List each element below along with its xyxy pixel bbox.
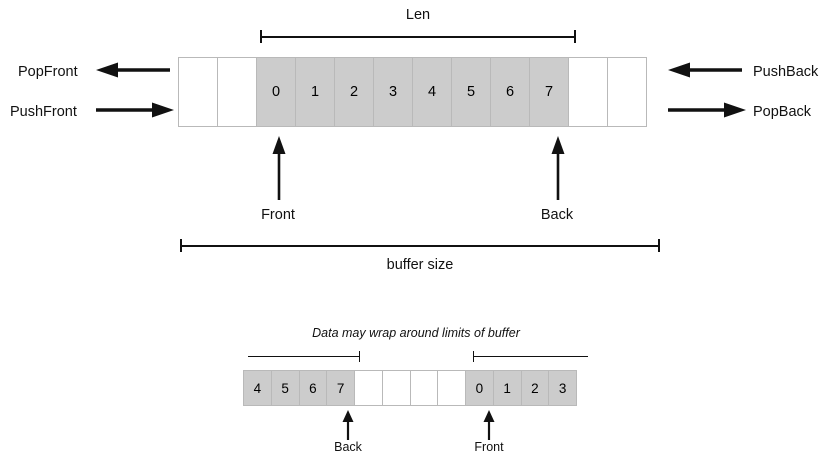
buffer-cell: 6 bbox=[490, 57, 530, 127]
buffer-cell bbox=[178, 57, 218, 127]
front-pointer-label: Front bbox=[261, 207, 295, 223]
buffer-cell: 3 bbox=[373, 57, 413, 127]
wrap-bracket-right-line bbox=[473, 356, 588, 357]
wrapped-buffer-cell: 3 bbox=[548, 370, 577, 406]
buffer-cell bbox=[607, 57, 647, 127]
wrap-bracket-left-tick bbox=[359, 351, 360, 362]
buffer-cell bbox=[217, 57, 257, 127]
buffer-cell: 7 bbox=[529, 57, 569, 127]
wrap-bracket-left-line bbox=[248, 356, 360, 357]
len-bracket-tick-right bbox=[574, 30, 576, 43]
buffer-cell: 5 bbox=[451, 57, 491, 127]
len-bracket-tick-left bbox=[260, 30, 262, 43]
wrap-bracket-right-tick bbox=[473, 351, 474, 362]
popfront-label: PopFront bbox=[18, 64, 78, 80]
back-pointer-arrow-up-icon bbox=[550, 136, 566, 200]
wrapped-buffer-cell bbox=[381, 370, 411, 406]
pushback-label: PushBack bbox=[753, 64, 819, 80]
buffer-cells-row: 0 1 2 3 4 5 6 7 bbox=[178, 57, 647, 127]
buffer-size-label: buffer size bbox=[386, 257, 454, 273]
popback-arrow-right-icon bbox=[668, 102, 746, 118]
wrapped-buffer-cell: 2 bbox=[520, 370, 550, 406]
wrapped-back-pointer-arrow-up-icon bbox=[341, 410, 355, 440]
wrapped-buffer-cell: 1 bbox=[492, 370, 522, 406]
buffer-cell: 1 bbox=[295, 57, 335, 127]
wrapped-buffer-cell bbox=[409, 370, 439, 406]
buffer-size-tick-right bbox=[658, 239, 660, 252]
wrapped-buffer-cell: 0 bbox=[465, 370, 494, 406]
wrapped-buffer-cells-row: 4 5 6 7 0 1 2 3 bbox=[243, 370, 577, 406]
wrapped-buffer-cell: 6 bbox=[298, 370, 328, 406]
pushfront-label: PushFront bbox=[10, 104, 77, 120]
buffer-size-tick-left bbox=[180, 239, 182, 252]
len-bracket-line bbox=[260, 36, 576, 38]
popback-label: PopBack bbox=[753, 104, 812, 120]
buffer-cell bbox=[568, 57, 608, 127]
wrapped-buffer-cell: 7 bbox=[326, 370, 355, 406]
wrap-around-caption: Data may wrap around limits of buffer bbox=[312, 326, 520, 340]
back-pointer-label: Back bbox=[540, 207, 574, 223]
front-pointer-arrow-up-icon bbox=[271, 136, 287, 200]
buffer-cell: 2 bbox=[334, 57, 374, 127]
buffer-cell: 4 bbox=[412, 57, 452, 127]
buffer-size-bracket-line bbox=[180, 245, 660, 247]
pushfront-arrow-right-icon bbox=[96, 102, 174, 118]
wrapped-buffer-cell: 4 bbox=[243, 370, 272, 406]
len-bracket-label: Len bbox=[405, 7, 431, 23]
wrapped-buffer-cell bbox=[354, 370, 383, 406]
wrapped-front-pointer-arrow-up-icon bbox=[482, 410, 496, 440]
pushback-arrow-left-icon bbox=[668, 62, 744, 78]
wrapped-front-pointer-label: Front bbox=[474, 440, 504, 454]
popfront-arrow-left-icon bbox=[96, 62, 172, 78]
wrapped-back-pointer-label: Back bbox=[334, 440, 362, 454]
wrapped-buffer-cell bbox=[437, 370, 466, 406]
wrapped-buffer-cell: 5 bbox=[270, 370, 300, 406]
buffer-cell: 0 bbox=[256, 57, 296, 127]
